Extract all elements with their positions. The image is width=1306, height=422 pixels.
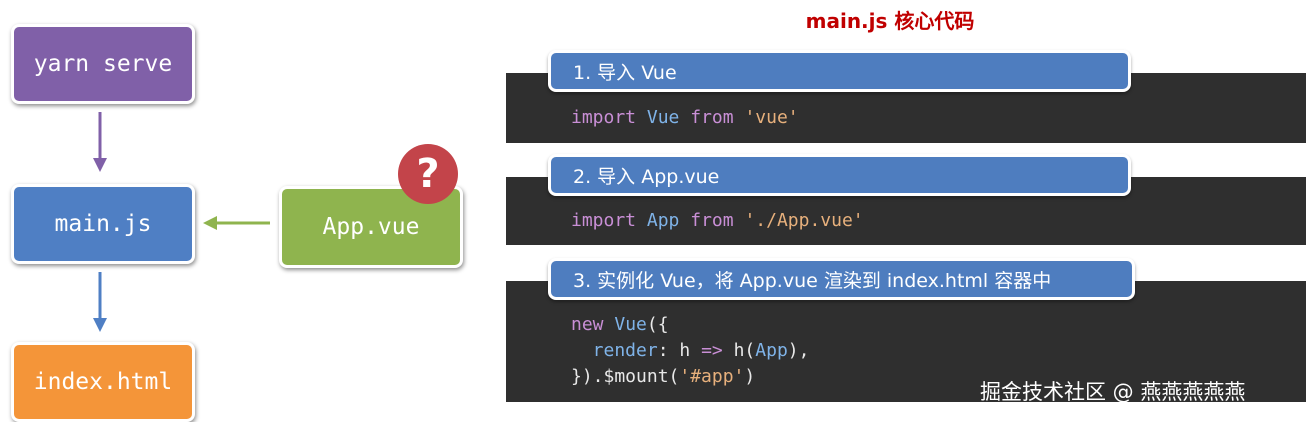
code-token: [679, 210, 690, 231]
question-mark-icon: ?: [398, 144, 458, 204]
code-token: }).$mount(: [571, 366, 680, 387]
code-token: '#app': [679, 366, 745, 387]
arrow-main-to-index: [93, 272, 107, 332]
code-token: ({: [646, 314, 669, 335]
code-token: [734, 210, 745, 231]
watermark-text: 掘金技术社区 @ 燕燕燕燕燕: [980, 380, 1246, 404]
code-token: import: [571, 210, 637, 231]
code-token: [604, 314, 615, 335]
code-token: render: [571, 340, 658, 361]
code-token: : h: [657, 340, 702, 361]
code-token: ): [744, 366, 756, 387]
code-token: =>: [701, 340, 723, 361]
code-token: from: [690, 107, 734, 128]
step-3-code: new Vue({ render: h => h(App), }).$mount…: [571, 312, 809, 390]
code-token: Vue: [614, 314, 647, 335]
code-token: App: [755, 340, 788, 361]
flow-arrows: [93, 112, 270, 332]
code-block-3: [506, 281, 1306, 402]
code-token: [734, 107, 745, 128]
code-token: h(: [722, 340, 756, 361]
code-token: [679, 107, 690, 128]
arrow-yarn-to-main: [93, 112, 107, 172]
step-1-code: import Vue from 'vue': [571, 105, 799, 131]
index-html-box: index.html: [11, 342, 195, 422]
yarn-serve-box: yarn serve: [11, 24, 195, 104]
code-token: [636, 210, 647, 231]
step-1-header: 1. 导入 Vue: [548, 50, 1131, 92]
main-js-box: main.js: [11, 184, 195, 264]
step-2-header: 2. 导入 App.vue: [548, 154, 1131, 196]
code-token: from: [690, 210, 734, 231]
code-token: 'vue': [744, 107, 799, 128]
code-token: ),: [787, 340, 810, 361]
code-token: Vue: [646, 107, 680, 128]
code-token: import: [571, 107, 637, 128]
panel-title: main.js 核心代码: [805, 9, 975, 33]
step-3-header: 3. 实例化 Vue，将 App.vue 渲染到 index.html 容器中: [548, 258, 1135, 300]
arrow-app-to-main: [203, 216, 270, 230]
code-token: new: [571, 314, 604, 335]
step-2-code: import App from './App.vue': [571, 208, 864, 234]
code-token: './App.vue': [744, 210, 864, 231]
code-token: [636, 107, 647, 128]
code-token: App: [646, 210, 680, 231]
